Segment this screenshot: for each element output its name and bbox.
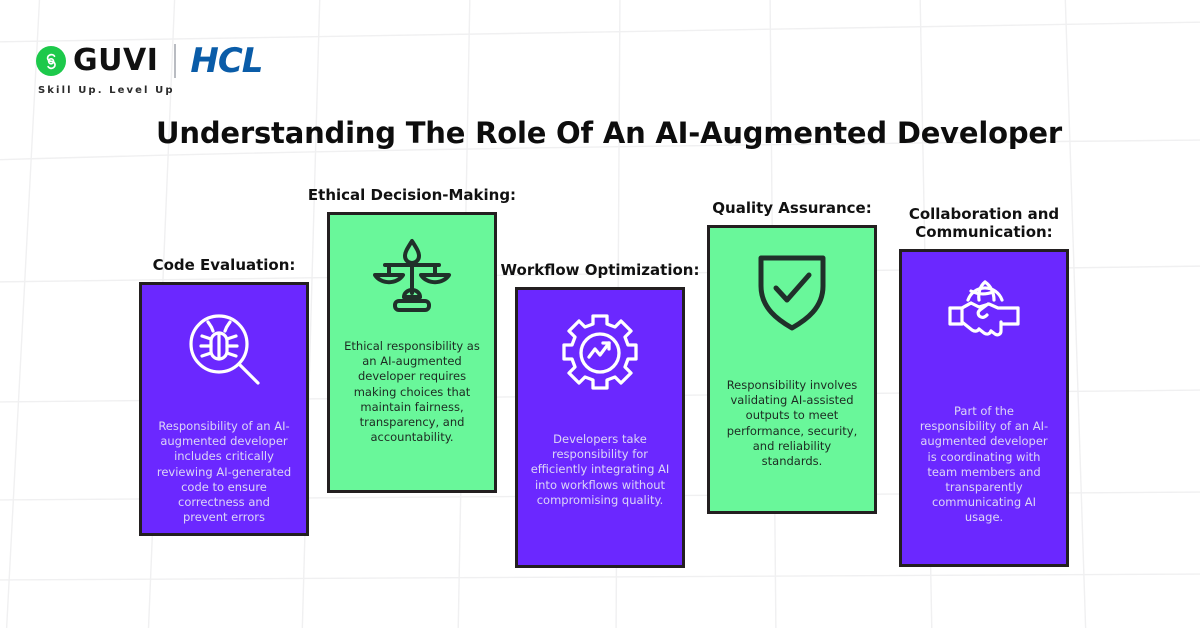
card-panel[interactable]: Ethical responsibility as an AI-augmente… [327,212,497,493]
hcl-wordmark: HCL [190,41,263,81]
card-body: Part of the responsibility of an AI-augm… [919,404,1049,525]
card-body: Developers take responsibility for effic… [530,432,670,507]
card-panel[interactable]: Part of the responsibility of an AI-augm… [899,249,1069,567]
guvi-mark-icon [36,46,66,76]
bug-magnifier-icon [182,307,266,391]
card-panel[interactable]: Responsibility of an AI-augmented develo… [139,282,309,536]
card-collaboration-communication: Collaboration and Communication: Part of… [876,205,1092,567]
card-panel[interactable]: Responsibility involves validating AI-as… [707,225,877,514]
logo-divider [174,44,177,78]
card-body: Responsibility of an AI-augmented develo… [156,419,292,525]
card-body: Responsibility involves validating AI-as… [726,378,858,468]
card-ethical-decision-making: Ethical Decision-Making: Ethical respons… [300,186,524,493]
shield-check-icon [755,250,829,332]
card-workflow-optimization: Workflow Optimization: Developers take r… [492,261,708,568]
card-heading: Quality Assurance: [712,199,872,217]
handshake-globe-icon [944,274,1024,346]
card-panel[interactable]: Developers take responsibility for effic… [515,287,685,568]
guvi-wordmark: GUVI [73,43,159,78]
guvi-tagline: Skill Up. Level Up [38,85,175,96]
logo-row: GUVI HCL [36,41,263,81]
balance-scale-icon [371,237,453,317]
gear-analytics-icon [559,312,641,394]
card-body: Ethical responsibility as an AI-augmente… [344,339,480,445]
card-heading: Collaboration and Communication: [908,205,1060,241]
card-quality-assurance: Quality Assurance: Responsibility involv… [684,199,900,514]
card-heading: Workflow Optimization: [500,261,700,279]
page-title: Understanding The Role Of An AI-Augmente… [156,116,1062,150]
card-heading: Ethical Decision-Making: [307,186,517,204]
brand-logo-bar: GUVI HCL Skill Up. Level Up [36,41,263,96]
